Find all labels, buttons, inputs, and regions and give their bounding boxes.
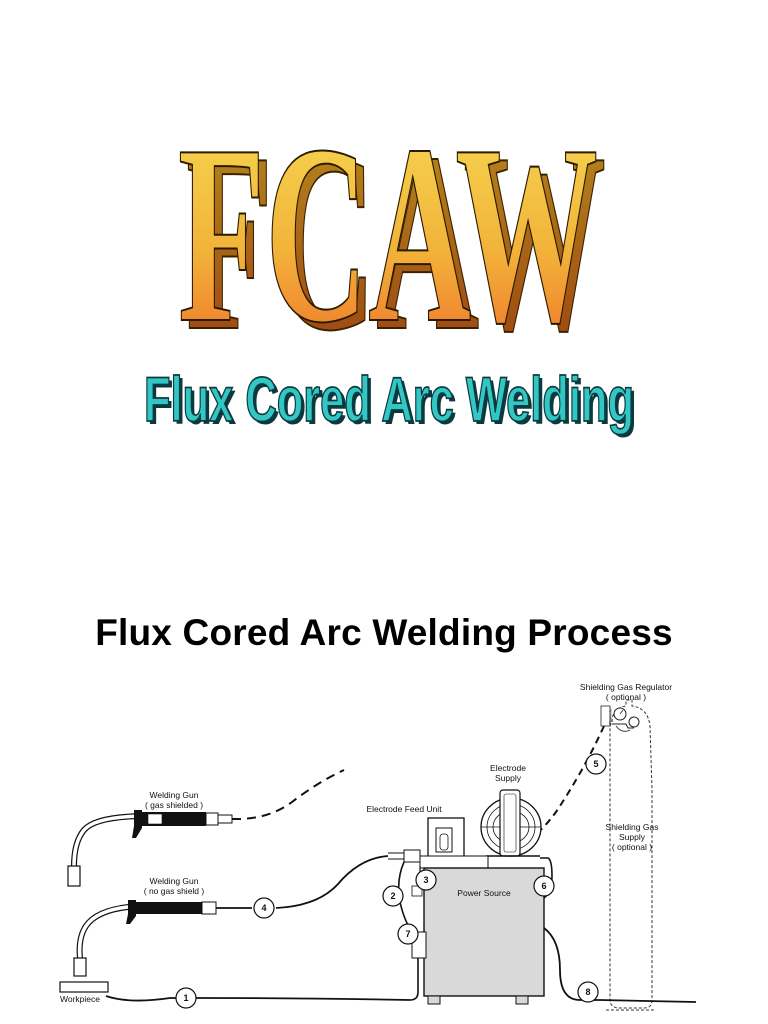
workpiece-label: Workpiece [60, 994, 100, 1004]
regulator-note: ( optional ) [606, 692, 646, 702]
title-art: FCAW FCAW Flux Cored Arc Welding Flux Co… [143, 91, 637, 439]
callout-4: 4 [253, 897, 275, 919]
callout-1: 1 [175, 987, 197, 1009]
power-source-label: Power Source [457, 888, 511, 898]
gun-cable-dashed [231, 769, 345, 821]
svg-text:1: 1 [183, 993, 188, 1003]
callout-3: 3 [415, 869, 437, 891]
electrode-supply-label-2: Supply [495, 773, 522, 783]
process-diagram: Flowmeter [59, 682, 697, 1011]
svg-text:5: 5 [593, 759, 598, 769]
svg-text:6: 6 [541, 881, 546, 891]
flowmeter-label: Flowmeter [609, 707, 613, 724]
welding-gun-no-gas-shield [73, 900, 217, 977]
gun-nogas-label-2: ( no gas shield ) [144, 886, 205, 896]
gun-gas-label-1: Welding Gun [150, 790, 199, 800]
svg-text:4: 4 [261, 903, 266, 913]
callout-5: 5 [585, 753, 607, 775]
workpiece-cable-1 [105, 995, 411, 1002]
fcaw-title-shadow: FCAW [186, 100, 606, 384]
fcaw-subtitle-shadow: Flux Cored Arc Welding [147, 367, 637, 438]
cable-7 [409, 958, 419, 1001]
electrode-cable [216, 855, 389, 909]
gun-nogas-label-1: Welding Gun [150, 876, 199, 886]
electrode-supply-label-1: Electrode [490, 763, 526, 773]
svg-text:7: 7 [405, 929, 410, 939]
process-heading: Flux Cored Arc Welding Process [95, 612, 673, 653]
svg-text:3: 3 [423, 875, 428, 885]
svg-text:8: 8 [585, 987, 590, 997]
regulator-label: Shielding Gas Regulator [580, 682, 672, 692]
welding-gun-gas-shielded [67, 810, 233, 887]
gauge-icon [628, 716, 640, 728]
gas-regulator: Flowmeter [600, 705, 640, 732]
callout-2: 2 [382, 885, 404, 907]
gas-supply-label-1: Shielding Gas [606, 822, 659, 832]
fcaw-subtitle: Flux Cored Arc Welding [144, 364, 634, 435]
callout-7: 7 [397, 923, 419, 945]
electrode-spool [480, 789, 542, 857]
callout-6: 6 [533, 875, 555, 897]
workpiece [59, 981, 109, 993]
gas-supply-label-2: Supply [619, 832, 646, 842]
power-source [411, 867, 545, 1005]
gun-gas-label-2: ( gas shielded ) [145, 800, 203, 810]
gas-cylinder [606, 699, 656, 1011]
fcaw-title: FCAW [178, 92, 598, 376]
feed-unit-label: Electrode Feed Unit [366, 804, 442, 814]
gas-hose [507, 725, 605, 853]
callout-8: 8 [577, 981, 599, 1003]
svg-text:2: 2 [390, 891, 395, 901]
electrode-feed-unit [388, 817, 489, 869]
ground-cable-8 [543, 927, 697, 1003]
gas-supply-label-3: ( optional ) [612, 842, 652, 852]
